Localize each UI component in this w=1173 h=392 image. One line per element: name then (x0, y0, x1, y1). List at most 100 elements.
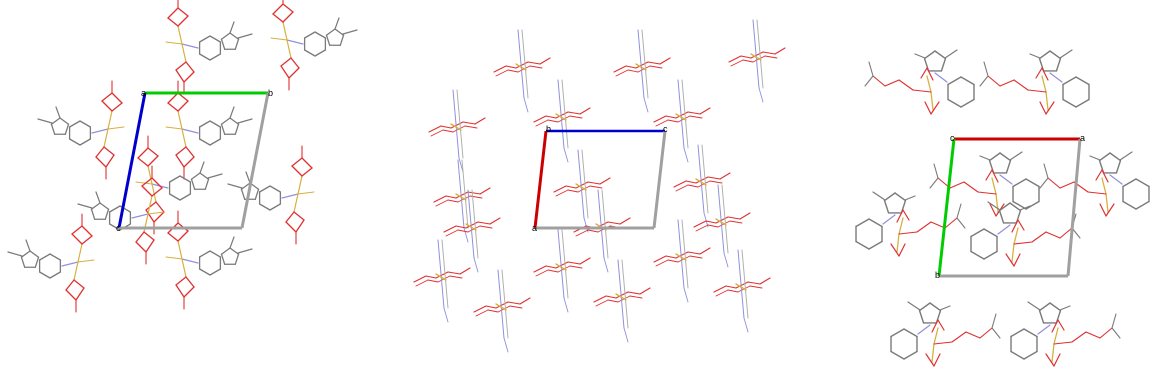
bond-stick (325, 34, 331, 46)
bond-stick (1099, 203, 1107, 217)
bond-stick (728, 55, 742, 63)
bond-stick (643, 97, 649, 113)
bond-stick (293, 211, 305, 221)
bond-stick (465, 223, 477, 231)
bond-stick (137, 147, 149, 159)
bond-stick (1013, 253, 1021, 267)
bond-stick (507, 69, 519, 73)
molecule (227, 145, 315, 245)
bond-stick (991, 177, 997, 195)
bond-stick (147, 155, 159, 167)
bond-stick (988, 152, 1001, 162)
bond-stick (737, 249, 745, 319)
bond-stick (291, 157, 303, 167)
bond-stick (177, 240, 183, 260)
bond-stick (1059, 181, 1075, 189)
bond-stick (79, 138, 92, 146)
bond-stick (960, 98, 975, 108)
bond-stick (675, 111, 689, 119)
bond-stick (461, 159, 469, 229)
bond-stick (627, 291, 641, 295)
bond-stick (505, 65, 517, 69)
bond-stick (473, 305, 487, 313)
molecule (135, 135, 223, 235)
bond-stick (303, 49, 316, 57)
bond-stick (229, 32, 240, 40)
bond-stick (949, 181, 965, 189)
molecule (613, 29, 671, 113)
bond-stick (209, 250, 222, 258)
bond-stick (435, 273, 447, 281)
bond-stick (896, 233, 900, 253)
cell-edge (1066, 138, 1082, 277)
molecule (1010, 301, 1121, 367)
bond-stick (143, 231, 155, 241)
bond-stick (742, 59, 754, 63)
bond-stick (167, 17, 179, 27)
bond-stick (175, 61, 187, 71)
bond-stick (619, 217, 631, 225)
bond-stick (985, 169, 993, 181)
bond-stick (655, 259, 669, 267)
bond-stick (1012, 178, 1027, 188)
bond-stick (750, 51, 764, 59)
bond-stick (615, 69, 629, 77)
molecule (165, 80, 253, 180)
bond-stick (475, 309, 489, 317)
bond-stick (147, 147, 159, 157)
bond-stick (38, 271, 51, 279)
bond-stick (687, 251, 701, 255)
bond-stick (1095, 169, 1103, 181)
bond-stick (864, 75, 874, 87)
bond-stick (1039, 177, 1049, 189)
bond-stick (933, 341, 953, 345)
bond-stick (583, 217, 589, 233)
bond-stick (286, 39, 304, 45)
bond-stick (258, 185, 271, 193)
bond-stick (883, 199, 890, 214)
packing-panel-right: c a b (855, 49, 1150, 367)
bond-stick (1122, 178, 1137, 188)
bond-stick (90, 202, 101, 210)
bond-stick (1059, 49, 1073, 59)
bond-stick (587, 181, 601, 185)
bond-stick (1023, 328, 1038, 338)
bond-stick (464, 125, 478, 129)
bond-stick (297, 191, 315, 195)
bond-stick (868, 61, 874, 77)
bond-stick (55, 106, 61, 119)
bond-stick (167, 102, 179, 112)
bond-stick (463, 227, 469, 243)
bond-stick (555, 261, 569, 269)
bond-stick (555, 111, 569, 119)
bond-stick (707, 176, 721, 180)
bond-stick (970, 228, 985, 238)
bond-stick (1049, 72, 1063, 83)
bond-stick (285, 211, 295, 223)
bond-stick (342, 29, 358, 35)
bond-stick (449, 275, 463, 279)
bond-stick (437, 239, 445, 309)
bond-stick (443, 307, 449, 323)
bond-stick (545, 115, 557, 119)
bond-stick (963, 181, 979, 193)
bond-stick (563, 297, 569, 313)
bond-stick (220, 253, 226, 265)
bond-stick (627, 69, 639, 73)
bond-stick (697, 144, 705, 214)
molecule (1039, 151, 1150, 217)
bond-stick (997, 224, 1011, 235)
bond-stick (653, 115, 667, 123)
bond-stick (687, 184, 699, 188)
bond-stick (729, 220, 743, 224)
bond-stick (898, 231, 918, 235)
bond-stick (601, 189, 609, 259)
bond-stick (198, 268, 211, 276)
bond-stick (587, 229, 599, 233)
bond-stick (301, 167, 313, 177)
bond-stick (623, 327, 629, 343)
bond-stick (474, 117, 486, 125)
bond-stick (77, 203, 93, 209)
bond-stick (237, 248, 253, 254)
bond-stick (991, 327, 1001, 339)
